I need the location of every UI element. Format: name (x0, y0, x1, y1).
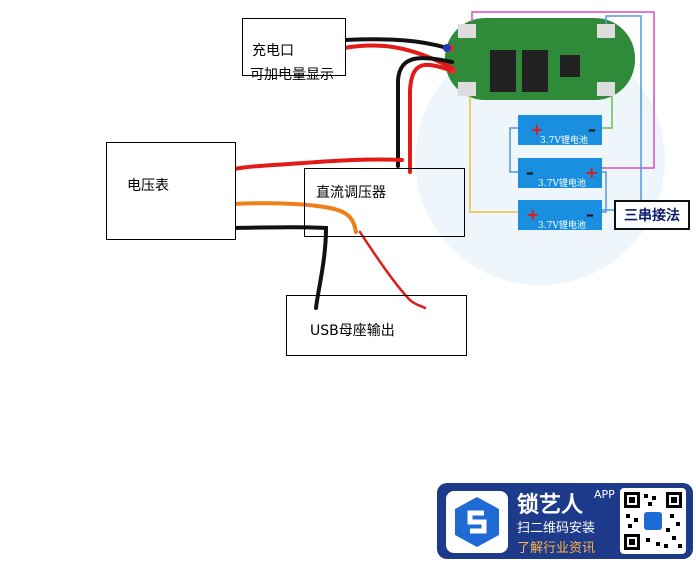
app-badge[interactable]: 锁艺人 APP 扫二维码安装 了解行业资讯 (437, 483, 693, 559)
wire-usb-red (358, 230, 427, 310)
mosfet-2 (522, 50, 548, 92)
voltmeter-box (106, 142, 236, 240)
wire-charge-black (344, 37, 449, 50)
mosfet-1 (490, 50, 516, 92)
charge-display-label: 可加电量显示 (250, 67, 334, 83)
battery-plus-icon: + (585, 163, 598, 182)
series-link-2 (600, 171, 607, 213)
balance-wire-green (600, 96, 613, 129)
app-name: 锁艺人 (517, 493, 584, 518)
battery-plus-icon: + (530, 120, 543, 139)
battery-label: 3.7V锂电池 (540, 134, 588, 146)
charge-port-label: 充电口 (252, 43, 294, 59)
battery-1: + – 3.7V锂电池 (518, 115, 602, 146)
wire-board-regulator-red (408, 62, 452, 174)
usb-box (286, 295, 467, 356)
battery-2: – + 3.7V锂电池 (518, 158, 602, 189)
wire-board-regulator-black (396, 56, 454, 168)
battery-minus-icon: – (586, 205, 594, 224)
pad-p-minus (458, 82, 476, 96)
badge-line-1: 扫二维码安装 (517, 521, 596, 536)
balance-wire-yellow (469, 96, 518, 213)
battery-plus-icon: + (526, 205, 539, 224)
ic-chip (560, 55, 580, 77)
pad-p-plus (597, 82, 615, 96)
app-logo-icon (446, 491, 508, 553)
charge-port-box (242, 18, 346, 76)
pad-b-plus (597, 24, 615, 38)
wire-charge-red (342, 43, 454, 70)
wire-voltmeter-orange (214, 201, 358, 234)
regulator-box (304, 168, 465, 237)
app-tag: APP (594, 488, 615, 501)
badge-line-2: 了解行业资讯 (517, 541, 596, 556)
connector-dot (443, 44, 451, 52)
wire-usb-black (216, 225, 329, 310)
series-label: 三串接法 (614, 200, 690, 230)
battery-label: 3.7V锂电池 (538, 219, 586, 231)
balance-wire-pink (471, 11, 655, 169)
series-link-1 (509, 127, 520, 173)
battery-minus-icon: – (526, 163, 534, 182)
battery-3: + – 3.7V锂电池 (518, 200, 602, 231)
regulator-label: 直流调压器 (316, 185, 386, 201)
voltmeter-label: 电压表 (127, 178, 169, 194)
battery-label: 3.7V锂电池 (538, 177, 586, 189)
usb-label: USB母座输出 (310, 323, 395, 339)
qr-code-icon[interactable] (620, 488, 686, 554)
pad-b-minus (458, 24, 476, 38)
battery-minus-icon: – (588, 120, 596, 139)
